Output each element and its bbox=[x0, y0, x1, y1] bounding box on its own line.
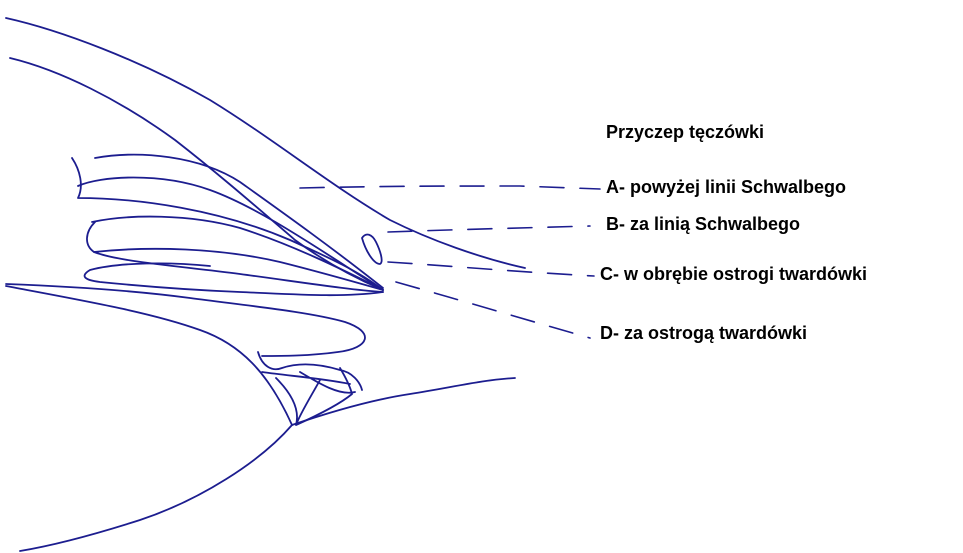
zonule-fibers bbox=[262, 368, 355, 425]
lens-posterior-line bbox=[20, 425, 292, 551]
leader-line-b bbox=[388, 226, 590, 232]
lens-top-line bbox=[6, 286, 292, 425]
schwalbe-line-mark bbox=[362, 235, 382, 264]
diagram-title: Przyczep tęczówki bbox=[606, 121, 764, 143]
leader-line-a bbox=[300, 186, 600, 189]
leader-line-c bbox=[388, 262, 594, 276]
trabecular-loop-5 bbox=[87, 222, 383, 290]
lens-anterior-line bbox=[292, 378, 515, 425]
option-d-label: D- za ostrogą twardówki bbox=[600, 322, 807, 344]
leader-line-d bbox=[396, 282, 590, 338]
option-b-label: B- za linią Schwalbego bbox=[606, 213, 800, 235]
option-a-label: A- powyżej linii Schwalbego bbox=[606, 176, 846, 198]
ciliary-body-line bbox=[258, 352, 362, 390]
option-c-label: C- w obrębie ostrogi twardówki bbox=[600, 263, 867, 285]
